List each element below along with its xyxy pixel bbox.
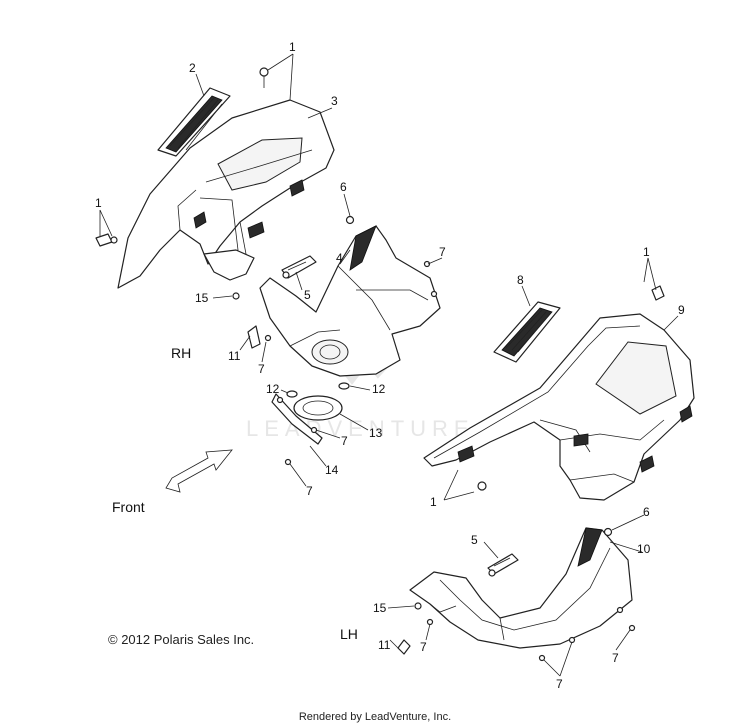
callout-7-rh-bottom: 7 [306,484,313,498]
callout-15-rh: 15 [195,291,209,305]
callout-13: 13 [369,426,383,440]
part-8-lh-vent [493,301,561,363]
callout-numbers: 1 2 3 1 6 4 7 5 15 11 7 12 12 13 7 14 7 … [95,40,685,691]
callout-3: 3 [331,94,338,108]
part-10-lh-lower-panel [409,527,633,649]
callout-7-lh-right: 7 [612,651,619,665]
part-5-latch-upper [281,255,317,279]
callout-12-rh-left: 12 [266,382,280,396]
callout-7-lh-bottom: 7 [556,677,563,691]
callout-5-lh: 5 [471,533,478,547]
callout-7-rh-right: 7 [439,245,446,259]
part-3-rh-side-panel [117,99,335,289]
callout-7-lh-left: 7 [420,640,427,654]
callout-1-rh-left: 1 [95,196,102,210]
callout-10: 10 [637,542,651,556]
callout-6-lh: 6 [643,505,650,519]
part-9-lh-side-panel [423,313,695,501]
part-14-bracket [271,393,323,445]
callout-9: 9 [678,303,685,317]
callout-11-lh: 11 [378,638,391,652]
callout-7-rh-center: 7 [341,434,348,448]
callout-12-rh-right: 12 [372,382,386,396]
part-2-rh-vent [157,87,231,157]
callout-7-rh-left: 7 [258,362,265,376]
rh-fasteners [95,67,438,466]
part-5-latch-lower [487,553,519,577]
leader-lines [99,53,679,677]
callout-5-rh: 5 [304,288,311,302]
watermark: LEADVENTURE [246,416,475,441]
part-4-rh-lower-panel [259,225,441,377]
part-13-grommet [293,395,343,421]
callout-6-rh: 6 [340,180,347,194]
callout-8: 8 [517,273,524,287]
callout-14: 14 [325,463,339,477]
rh-side-label: RH [171,345,192,361]
callout-1-lh-top: 1 [643,245,650,259]
front-label: Front [112,499,145,515]
callout-2: 2 [189,61,196,75]
lh-side-label: LH [340,626,358,642]
callout-15-lh: 15 [373,601,387,615]
callout-4: 4 [336,251,343,265]
front-arrow [165,449,233,493]
callout-1-rh-top: 1 [289,40,296,54]
callout-11-rh: 11 [228,349,241,363]
render-credit: Rendered by LeadVenture, Inc. [298,711,452,723]
copyright-notice: © 2012 Polaris Sales Inc. [108,632,255,647]
callout-1-lh-bottom: 1 [430,495,437,509]
